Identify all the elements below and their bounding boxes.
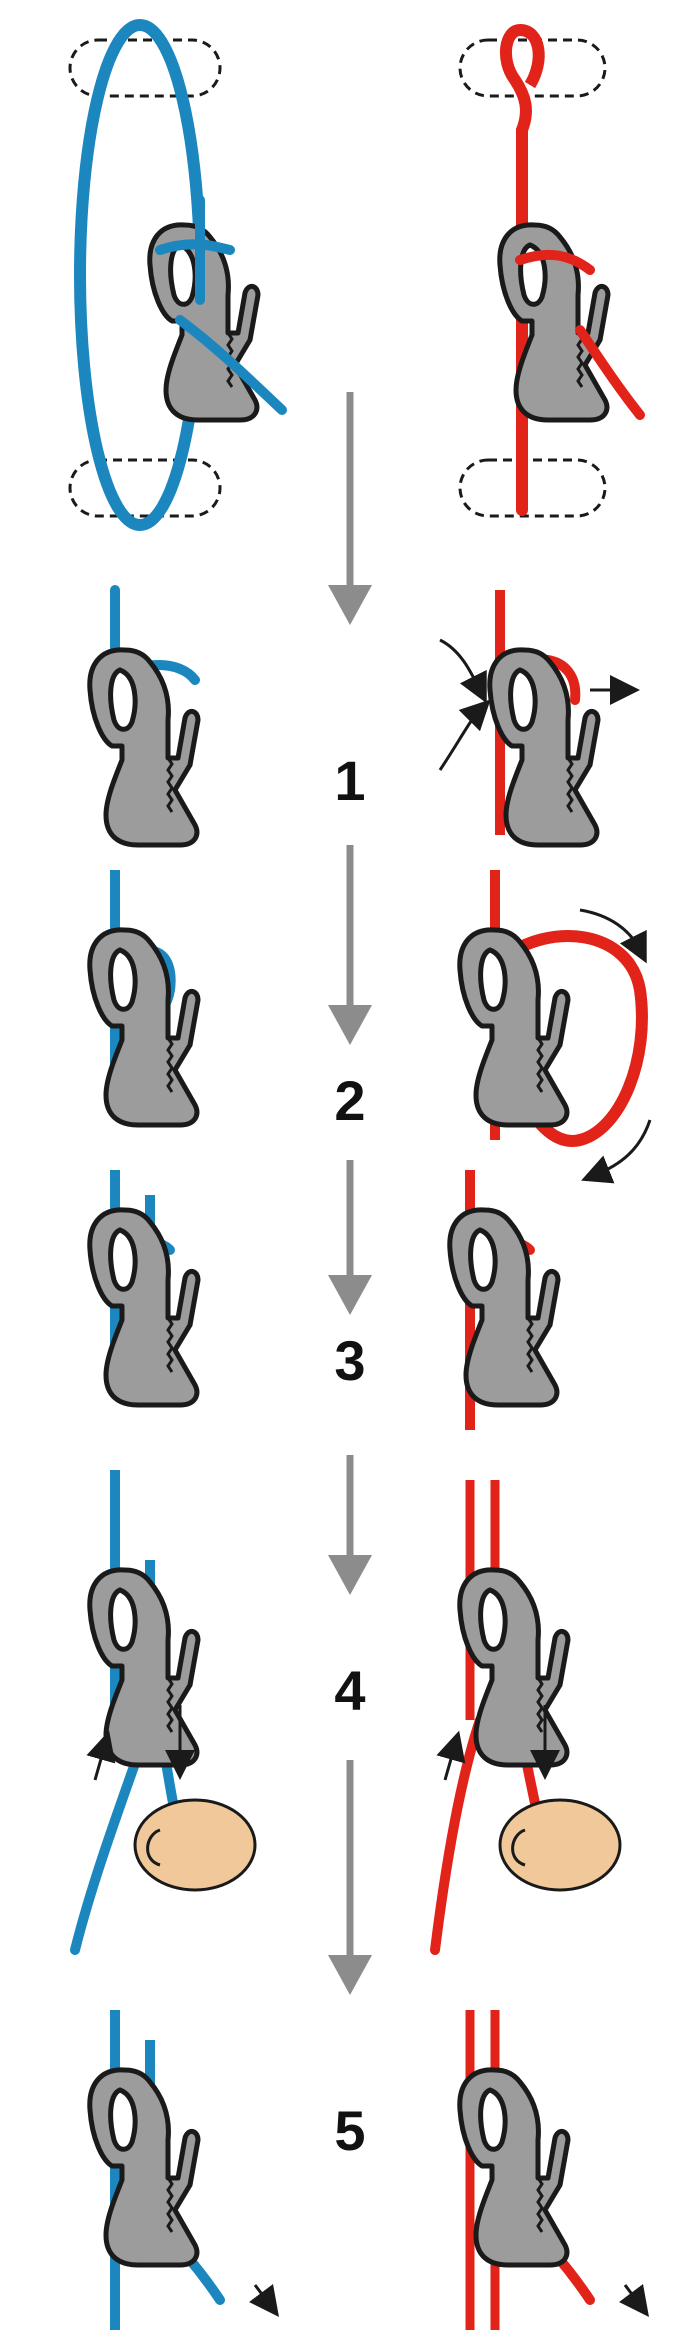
hand-icon bbox=[133, 1798, 257, 1892]
device-step-4-right bbox=[460, 1570, 568, 1765]
anchor-bottom-right bbox=[458, 458, 607, 518]
anchor-bottom-left bbox=[68, 458, 222, 518]
top-blue-setup bbox=[68, 19, 287, 531]
curved-arrow-icon bbox=[579, 908, 647, 964]
hand-icon bbox=[498, 1798, 622, 1892]
device-step-1-right bbox=[490, 650, 598, 845]
device-step-5-left bbox=[90, 2070, 198, 2265]
curved-arrow-icon bbox=[619, 2284, 649, 2317]
device-step-3-left bbox=[90, 1210, 198, 1405]
curved-arrow-icon bbox=[439, 638, 487, 704]
device-step-2-left bbox=[90, 930, 198, 1125]
curved-arrow-icon bbox=[581, 1119, 652, 1184]
step-label-1: 1 bbox=[334, 749, 365, 812]
down-arrow-icon bbox=[328, 845, 372, 1045]
step-label-4: 4 bbox=[334, 1659, 365, 1722]
device-step-5-right bbox=[460, 2070, 568, 2265]
step-4: 4 bbox=[70, 1470, 622, 1955]
flow-arrows bbox=[328, 392, 372, 1995]
step-label-2: 2 bbox=[334, 1069, 365, 1132]
curved-arrow-icon bbox=[86, 1730, 116, 1781]
device-step-4-left bbox=[90, 1570, 198, 1765]
down-arrow-icon bbox=[328, 1455, 372, 1595]
down-arrow-icon bbox=[328, 392, 372, 625]
blue-rope-tail bbox=[175, 195, 287, 415]
red-rope-strand bbox=[499, 24, 532, 516]
step-label-5: 5 bbox=[334, 2099, 365, 2162]
curved-arrow-icon bbox=[249, 2284, 279, 2317]
step-5: 5 bbox=[90, 2010, 649, 2330]
curved-arrow-icon bbox=[436, 1730, 466, 1781]
top-red-setup bbox=[458, 24, 645, 518]
down-arrow-icon bbox=[328, 1760, 372, 1995]
step-2: 2 bbox=[90, 870, 652, 1184]
down-arrow-icon bbox=[328, 1160, 372, 1315]
curved-arrow-icon bbox=[438, 699, 491, 771]
device-step-1-left bbox=[90, 650, 198, 845]
step-3: 3 bbox=[90, 1170, 558, 1430]
step-label-3: 3 bbox=[334, 1329, 365, 1392]
anchor-top-left bbox=[68, 38, 222, 98]
step-1: 1 bbox=[90, 585, 640, 845]
device-step-2-right bbox=[460, 930, 568, 1125]
